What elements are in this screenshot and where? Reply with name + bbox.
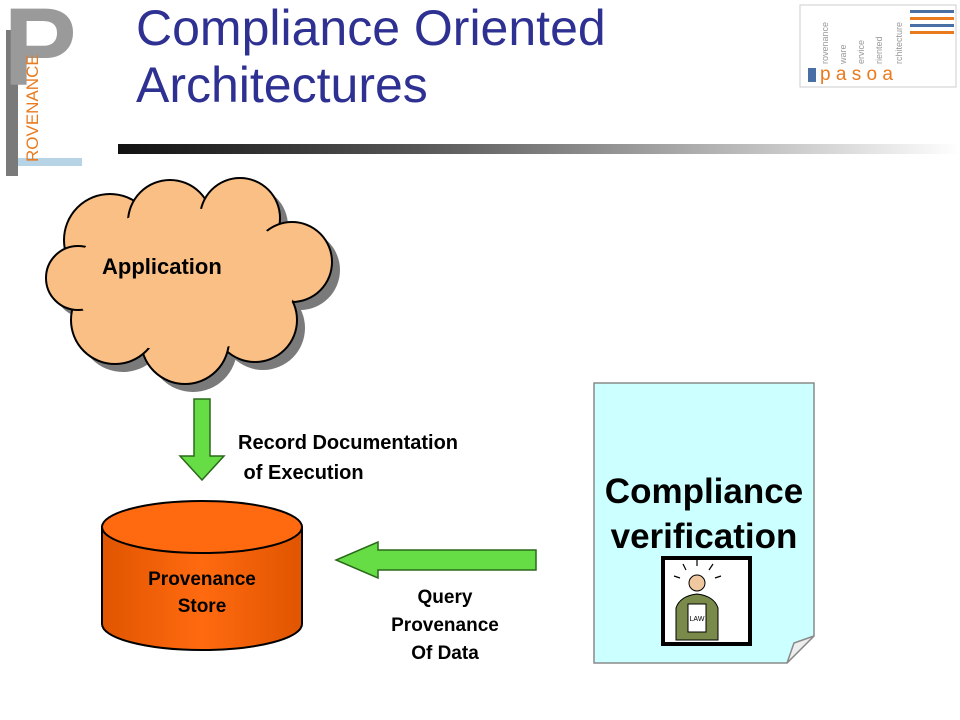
store-label-line-1: Provenance [148,569,256,590]
application-cloud-shadow [54,186,340,392]
pasoa-vertical-word-5: rchitecture [894,22,904,64]
title-line-1: Compliance Oriented [136,0,606,56]
title-line-2: Architectures [136,57,428,113]
law-clipart: LAW [661,556,752,646]
clipart-law-text: LAW [690,616,705,623]
svg-text:P: P [3,0,76,109]
pasoa-wordmark: p a s o a [820,64,893,85]
provenance-logo: P ROVENANCE [3,0,82,176]
record-label-line-2: of Execution [238,462,364,484]
pasoa-vertical-word-4: riented [874,36,884,64]
record-documentation-label: Record Documentation of Execution [238,428,458,488]
query-arrow [334,540,537,580]
pasoa-vertical-word-1: rovenance [820,22,830,64]
application-label: Application [102,254,222,279]
compliance-label-line-1: Compliance [604,472,804,511]
store-label-line-2: Store [177,596,227,617]
compliance-label-line-2: verification [610,517,798,556]
provenance-store-label: Provenance Store [104,566,300,620]
record-label-line-1: Record Documentation [238,432,459,454]
pasoa-vertical-word-2: ware [838,44,848,65]
application-cloud [45,177,333,385]
pasoa-vertical-word-3: ervice [856,40,866,64]
provenance-logo-text: ROVENANCE [23,54,42,162]
title-rule [118,144,960,154]
query-label-line-3: Of Data [411,643,479,664]
query-label-line-1: Query [417,587,473,608]
query-label-line-2: Provenance [391,615,499,636]
compliance-verification-label: Compliance verification [594,469,814,559]
pasoa-logo: rovenance ware ervice riented rchitectur… [799,4,957,88]
record-arrow [178,398,226,482]
query-provenance-label: Query Provenance Of Data [360,584,530,668]
page-title: Compliance Oriented Architectures [136,0,796,114]
